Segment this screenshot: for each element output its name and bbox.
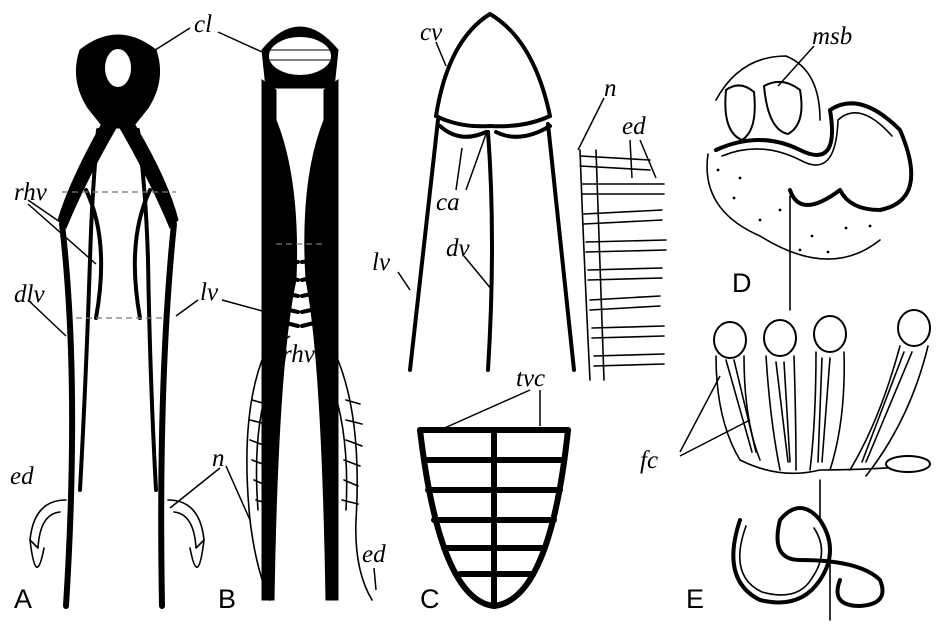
label-ed-a: ed [10, 463, 34, 490]
panel-b-drawing [247, 27, 372, 600]
panel-e-drawing [714, 310, 930, 620]
label-n-c: n [604, 75, 617, 102]
label-n-ab: n [212, 445, 225, 472]
leader-lines [28, 28, 814, 590]
label-ca: ca [436, 189, 460, 216]
panel-label-a: A [14, 584, 32, 614]
panel-label-e: E [686, 584, 704, 614]
label-rhv-a: rhv [14, 179, 48, 206]
panel-a-drawing [30, 35, 204, 606]
label-ed-b: ed [362, 541, 386, 568]
label-cv: cv [420, 19, 443, 46]
panel-label-b: B [218, 584, 236, 614]
panel-c-bottom-drawing [420, 430, 568, 606]
label-ed-c: ed [622, 113, 646, 140]
label-fc: fc [640, 447, 658, 474]
panel-label-c: C [420, 584, 440, 614]
label-rhv-b: rhv [282, 341, 316, 368]
label-lv-ab: lv [200, 279, 219, 306]
label-dlv: dlv [14, 281, 45, 308]
label-cl: cl [194, 11, 212, 38]
label-dv: dv [446, 235, 471, 262]
panel-label-d: D [732, 268, 752, 298]
label-tvc: tvc [516, 365, 545, 392]
label-lv-c: lv [372, 249, 391, 276]
label-msb: msb [812, 23, 852, 50]
